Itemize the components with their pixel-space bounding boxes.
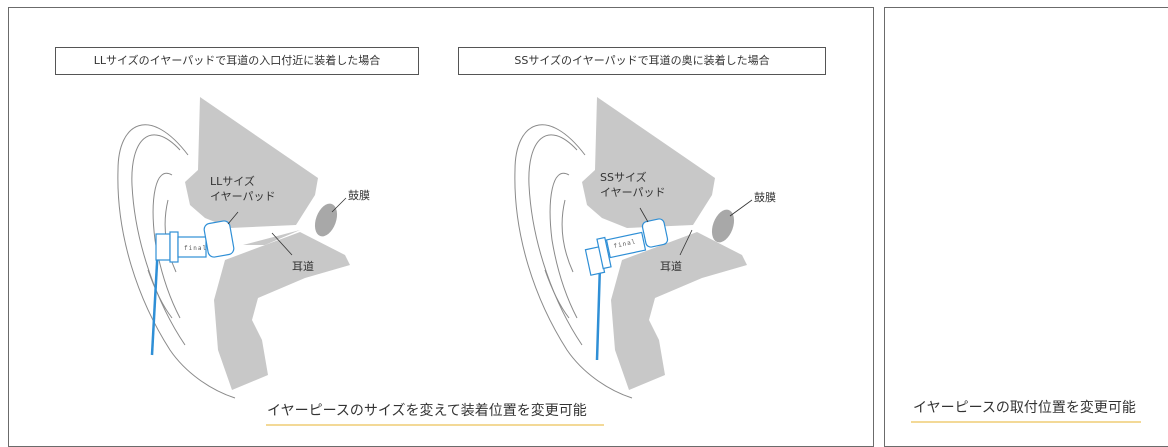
eardrum-ll [314,203,338,237]
right-caption-underline [911,421,1141,423]
scenario-ss-label: SSサイズのイヤーパッドで耳道の奥に装着した場合 [458,47,826,75]
ll-pad-label-line1: LLサイズ [210,174,255,188]
left-caption: イヤーピースのサイズを変えて装着位置を変更可能 [267,403,587,419]
ss-pad-label-line1: SSサイズ [600,170,647,184]
ll-pad-label-line2: イヤーパッド [210,190,276,203]
ss-pad-leader [639,207,649,223]
right-caption: イヤーピースの取付位置を変更可能 [913,400,1136,416]
eardrum-leader-ll [331,197,347,213]
head-tissue-ss [582,97,747,390]
canal-leader-ll [271,232,293,256]
head-tissue-ll [185,97,350,390]
ear-outline-ss [514,124,633,399]
ear-canal-label-ll: 耳道 [292,259,314,273]
brand-mark-ss: final [613,238,637,250]
canal-leader-ss [679,229,693,256]
eardrum-label-ss: 鼓膜 [754,190,776,204]
ll-pad-leader [227,211,239,225]
earphone-ll [150,220,235,356]
scenario-ll-label: LLサイズのイヤーパッドで耳道の入口付近に装着した場合 [55,47,419,75]
right-panel [884,7,1168,447]
eardrum-label-ll: 鼓膜 [348,188,370,202]
earphone-ss [584,218,669,361]
brand-mark-ll: final [184,245,207,252]
eardrum-leader-ss [729,199,753,217]
eardrum-ss [711,209,735,243]
ear-outline-ll [117,124,236,399]
ss-pad-label-line2: イヤーパッド [600,186,666,199]
ear-canal-label-ss: 耳道 [660,259,682,273]
left-caption-underline [266,424,604,426]
